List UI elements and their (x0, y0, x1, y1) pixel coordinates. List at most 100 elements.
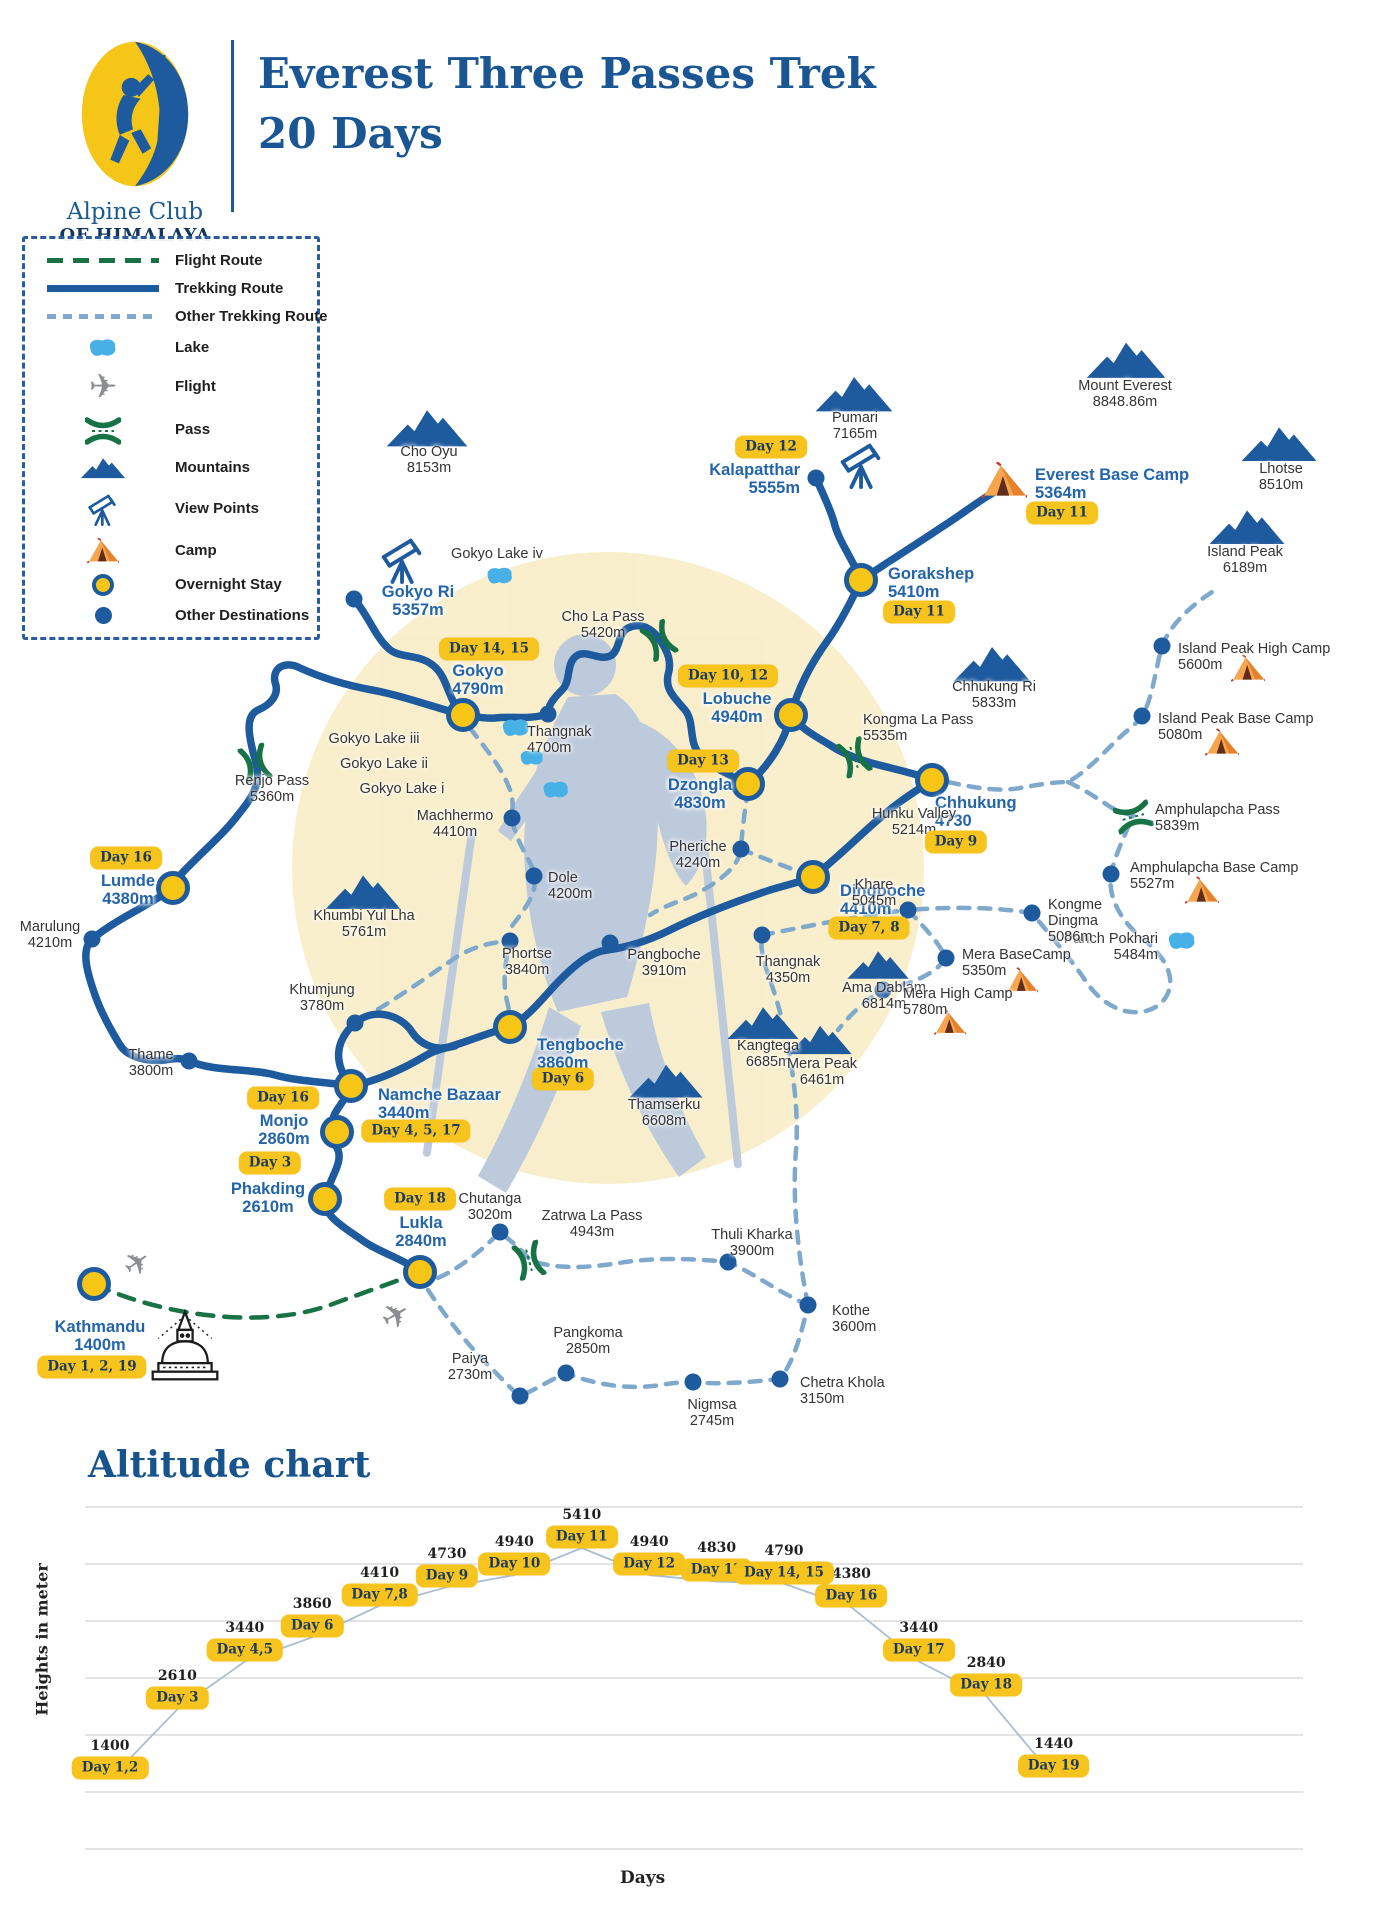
thangnak-marker (539, 705, 557, 723)
destination-dot (345, 590, 363, 608)
pass-icon (639, 618, 679, 663)
chart-badge-day-16: Day 16 (815, 1584, 888, 1608)
chart-badge-day-7-8: Day 7,8 (341, 1583, 418, 1607)
chart-value-day-18: 2840 (966, 1655, 1006, 1672)
overnight-stay-icon (92, 573, 114, 596)
legend-label-camp: Camp (175, 541, 217, 559)
legend-label-trekking-route: Trekking Route (175, 280, 284, 298)
flight-route-line-icon (47, 258, 159, 263)
lake-icon (520, 750, 543, 765)
overnight-stay-marker (493, 1010, 527, 1044)
mount-everest-marker (1085, 339, 1167, 380)
legend-item-pass: Pass (39, 415, 303, 445)
thangnak-hinku-marker (753, 926, 771, 944)
khumbi-yul-lha-marker (324, 872, 402, 911)
mountain-icon (1086, 342, 1166, 378)
climber-logo-icon (81, 41, 189, 187)
other-destination-icon (94, 606, 112, 624)
legend-item-other-trekking-route: Other Trekking Route (39, 308, 328, 325)
overnight-stay-marker (320, 1115, 354, 1149)
chart-value-day-9: 4730 (427, 1546, 467, 1563)
destination-dot (732, 840, 750, 858)
overnight-stay-marker (308, 1182, 342, 1216)
overnight-stay-marker (446, 698, 480, 732)
overnight-stay-marker (774, 698, 808, 732)
trekker-silhouette-watermark (422, 634, 742, 1193)
gokyo-lake-iii-marker (500, 717, 532, 739)
thuli-kharka-marker (719, 1253, 737, 1271)
chart-badge-day-9: Day 9 (415, 1564, 479, 1588)
island-peak-marker (1208, 507, 1286, 546)
lhotse-marker (1240, 424, 1318, 463)
destination-dot (874, 981, 892, 999)
lukla-day-badge: Day 18 (384, 1187, 456, 1211)
kalapatthar-day-badge: Day 12 (735, 435, 807, 459)
overnight-stay-marker (77, 1267, 111, 1301)
legend-item-flight: ✈Flight (39, 370, 303, 404)
chart-value-day-11: 5410 (562, 1507, 602, 1524)
tengboche-day-badge: Day 6 (531, 1067, 595, 1091)
destination-dot (753, 926, 771, 944)
pass-icon (85, 417, 121, 445)
gokyo-lake-ii-marker (519, 749, 546, 768)
chhukung-marker (915, 763, 949, 797)
pumari-marker (814, 373, 894, 413)
khumjung-marker (346, 1014, 364, 1032)
flight-route-path (91, 1269, 423, 1320)
lumde-marker (156, 871, 190, 905)
thame-marker (180, 1052, 198, 1070)
destination-dot (1153, 637, 1171, 655)
overnight-stay-marker (403, 1255, 437, 1289)
chart-title: Altitude chart (88, 1444, 371, 1486)
viewpoint-telescope-icon (381, 538, 422, 584)
legend-item-flight-route: Flight Route (39, 252, 303, 269)
stupa-icon (151, 1308, 219, 1381)
lake-icon (487, 567, 512, 584)
mountain-icon (386, 410, 468, 447)
renjo-pass-marker (237, 742, 275, 785)
chart-badge-day-1-2: Day 1,2 (71, 1756, 149, 1780)
title-line1: Everest Three Passes Trek (258, 49, 876, 98)
kalapatthar-marker (807, 469, 825, 487)
mera-high-camp-marker (933, 1008, 968, 1036)
legend-item-trekking-route: Trekking Route (39, 280, 303, 297)
legend-item-other-destinations: Other Destinations (39, 606, 309, 624)
stupa-marker (147, 1308, 223, 1385)
chart-badge-day-14-15: Day 14, 15 (734, 1561, 834, 1585)
chart-value-day-16: 4380 (831, 1566, 871, 1583)
island-peak-base-camp-marker (1133, 707, 1151, 725)
mountain-icon (325, 875, 401, 909)
chart-value-day-7-8: 4410 (360, 1564, 400, 1581)
marulung-marker (83, 930, 101, 948)
viewpoint-telescope-icon (840, 443, 881, 489)
altitude-line (109, 1547, 1055, 1780)
phortse-marker (501, 932, 519, 950)
mountain-icon (815, 377, 893, 412)
gokyo-day-badge: Day 14, 15 (439, 637, 539, 661)
phakding-day-badge: Day 3 (238, 1151, 302, 1175)
island-peak-high-camp-marker (1230, 654, 1268, 682)
lake-icon (543, 781, 568, 798)
